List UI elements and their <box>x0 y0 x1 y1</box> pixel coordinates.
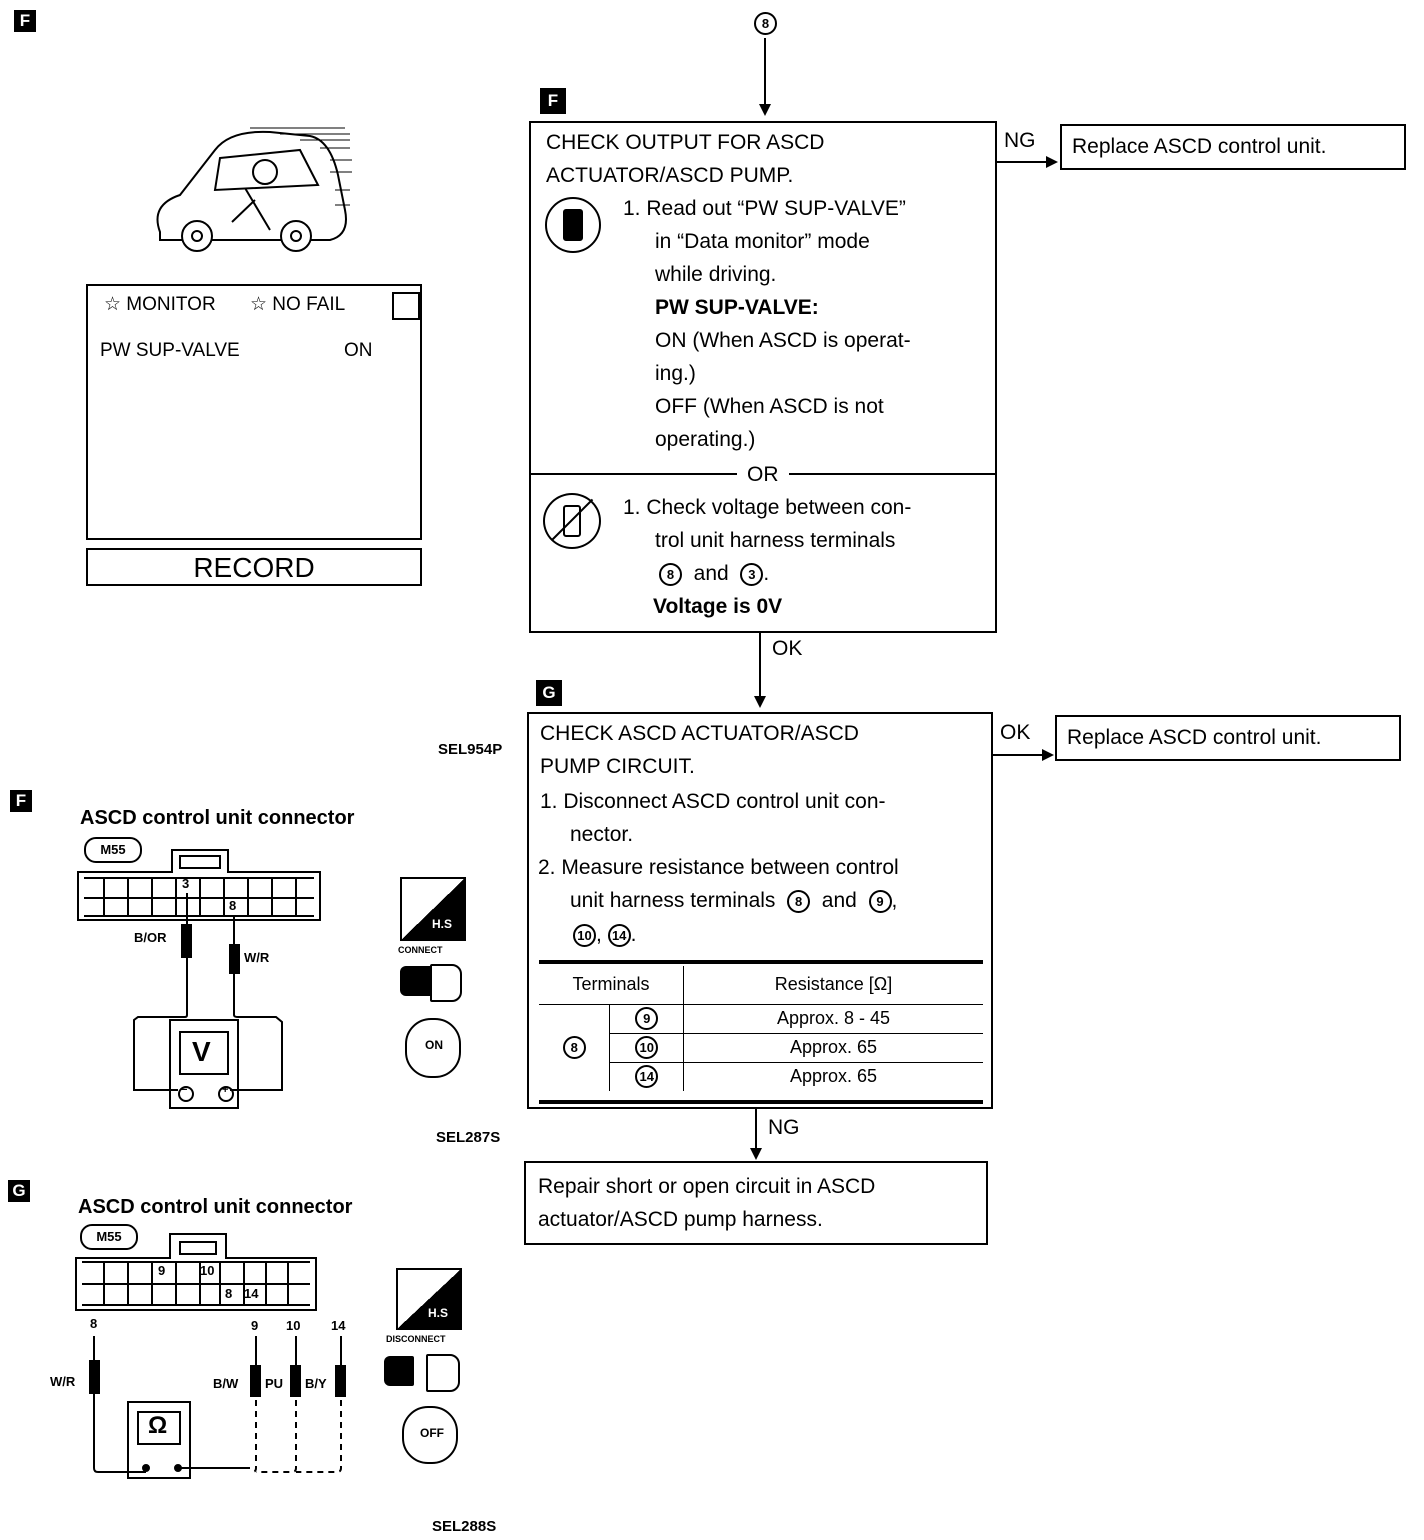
connector-id-badge-g: M55 <box>80 1224 138 1250</box>
figure-code: SEL954P <box>438 741 503 758</box>
figure-code-2: SEL287S <box>436 1129 501 1146</box>
monitor-item-name: PW SUP-VALVE <box>100 340 240 361</box>
monitor-checkbox[interactable] <box>392 292 420 320</box>
alt-result: Voltage is 0V <box>653 595 783 618</box>
step-tag-f: F <box>540 88 566 114</box>
section-tag-f: F <box>14 10 36 32</box>
table-header-resistance: Resistance [Ω] <box>683 966 983 1004</box>
step-g-title-2: PUMP CIRCUIT. <box>540 755 695 778</box>
table-to-terminal: 14 <box>609 1061 684 1091</box>
step-g-ng-label: NG <box>768 1116 800 1139</box>
step-f-ok-label: OK <box>772 637 803 660</box>
step-g-line-4: unit harness terminals 8 and 9, <box>570 889 898 913</box>
wire-label-wr: W/R <box>244 950 270 965</box>
spec-line-4: operating.) <box>655 428 756 451</box>
resistance-table: Terminals Resistance [Ω] 8 9 Approx. 8 -… <box>539 966 983 1091</box>
voltmeter-symbol: V <box>192 1036 211 1067</box>
figure-code-g: SEL288S <box>432 1518 497 1535</box>
wire-label-wr-g: W/R <box>50 1374 76 1389</box>
table-to-terminal: 10 <box>609 1032 684 1062</box>
meter-plus: + <box>222 1084 229 1096</box>
spec-heading: PW SUP-VALVE: <box>655 296 819 319</box>
probe-label-14: 14 <box>331 1318 346 1333</box>
meter-minus: − <box>181 1084 188 1096</box>
no-fail-label: ☆ NO FAIL <box>250 294 346 315</box>
no-consult-icon <box>543 493 601 549</box>
wire-label-by: B/Y <box>305 1376 327 1391</box>
step-g-ok-label: OK <box>1000 721 1031 744</box>
consult-icon <box>545 197 601 253</box>
table-top-rule <box>539 960 983 964</box>
step-f-box: CHECK OUTPUT FOR ASCD ACTUATOR/ASCD PUMP… <box>529 121 997 633</box>
entry-marker: 8 <box>754 12 777 35</box>
probe-label-8: 8 <box>90 1316 98 1331</box>
step-g-line-2: nector. <box>570 823 634 846</box>
pin-label-14: 14 <box>244 1286 259 1301</box>
pin-label-8: 8 <box>229 898 237 913</box>
step-g-title-1: CHECK ASCD ACTUATOR/ASCD <box>540 722 859 745</box>
data-monitor-screen: ☆ MONITOR ☆ NO FAIL PW SUP-VALVE ON <box>86 284 422 540</box>
section-tag-f-2: F <box>10 790 32 812</box>
connector-title: ASCD control unit connector <box>80 807 355 829</box>
connector-id-badge: M55 <box>84 837 142 863</box>
connector-title-g: ASCD control unit connector <box>78 1196 353 1218</box>
table-value: Approx. 65 <box>683 1061 983 1091</box>
section-tag-g: G <box>8 1180 30 1202</box>
table-from-terminal: 8 <box>539 1003 610 1091</box>
pin-label-9: 9 <box>158 1263 166 1278</box>
probe-label-9: 9 <box>251 1318 259 1333</box>
connect-icon-label: CONNECT <box>398 945 443 955</box>
step-f-title-2: ACTUATOR/ASCD PUMP. <box>546 164 794 187</box>
step-g-ng-result: Repair short or open circuit in ASCD act… <box>524 1161 988 1245</box>
record-button[interactable]: RECORD <box>86 548 422 586</box>
table-header-terminals: Terminals <box>572 974 650 995</box>
spec-line-1: ON (When ASCD is operat- <box>655 329 911 352</box>
ignition-off-icon: OFF <box>402 1406 458 1464</box>
step-tag-g: G <box>536 680 562 706</box>
pin-label-8-g: 8 <box>225 1286 233 1301</box>
spec-line-3: OFF (When ASCD is not <box>655 395 884 418</box>
alt-line-1: 1. Check voltage between con- <box>623 496 912 519</box>
alt-line-3: 8 and 3. <box>659 557 769 590</box>
step-g-line-1: 1. Disconnect ASCD control unit con- <box>540 790 886 813</box>
spec-line-2: ing.) <box>655 362 696 385</box>
step-g-line-5: 10, 14. <box>573 918 637 951</box>
probe-label-10: 10 <box>286 1318 301 1333</box>
wire-label-bor: B/OR <box>134 930 167 945</box>
step-f-ng-label: NG <box>1004 129 1036 152</box>
ohmmeter-symbol: Ω <box>148 1412 168 1439</box>
disconnect-icon-label: DISCONNECT <box>386 1334 446 1344</box>
alt-line-2: trol unit harness terminals <box>655 529 896 552</box>
step-f-ng-result: Replace ASCD control unit. <box>1060 124 1406 170</box>
consult-line-1: 1. Read out “PW SUP-VALVE” <box>623 197 906 220</box>
pin-label-3: 3 <box>182 876 190 891</box>
monitor-item-value: ON <box>344 340 373 361</box>
step-f-title-1: CHECK OUTPUT FOR ASCD <box>546 131 825 154</box>
connect-icon <box>400 960 462 1002</box>
pin-label-10: 10 <box>200 1263 215 1278</box>
wire-label-pu: PU <box>265 1376 284 1391</box>
wire-label-bw: B/W <box>213 1376 239 1391</box>
ignition-on-icon: ON <box>405 1018 461 1078</box>
table-value: Approx. 8 - 45 <box>683 1003 983 1033</box>
disconnect-icon <box>384 1350 460 1392</box>
or-label: OR <box>737 458 789 491</box>
consult-line-2: in “Data monitor” mode <box>655 230 870 253</box>
monitor-header-label: ☆ MONITOR <box>104 294 216 315</box>
table-to-terminal: 9 <box>609 1003 684 1033</box>
table-bottom-rule <box>539 1100 983 1104</box>
step-g-box: CHECK ASCD ACTUATOR/ASCD PUMP CIRCUIT. 1… <box>527 712 993 1109</box>
hand-scanner-icon-g: H.S <box>396 1268 462 1330</box>
hand-scanner-icon: H.S <box>400 877 466 941</box>
consult-line-3: while driving. <box>655 263 777 286</box>
table-value: Approx. 65 <box>683 1032 983 1062</box>
step-g-line-3: 2. Measure resistance between control <box>538 856 899 879</box>
step-g-ok-result: Replace ASCD control unit. <box>1055 715 1401 761</box>
